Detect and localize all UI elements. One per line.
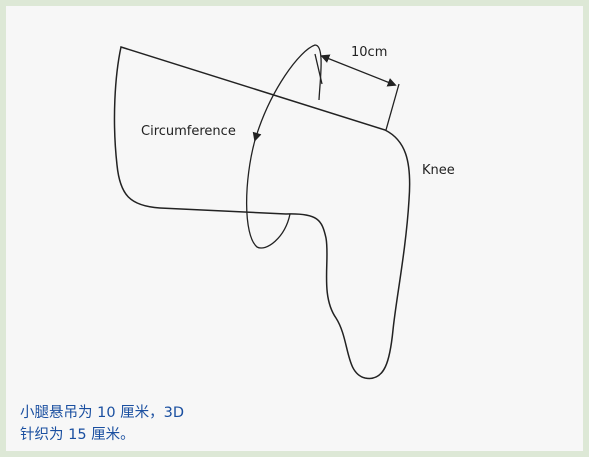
circumference-label: Circumference: [141, 124, 236, 139]
caption-line-2: 针织为 15 厘米。: [20, 427, 135, 443]
knee-label: Knee: [422, 163, 455, 178]
caption-line-1: 小腿悬吊为 10 厘米，3D: [20, 405, 185, 421]
leg-outline: [113, 46, 411, 380]
diagram-panel: [6, 6, 583, 451]
circumference-loop-lower: [246, 139, 291, 249]
measurement-label: 10cm: [351, 45, 387, 60]
caption: 小腿悬吊为 10 厘米，3D 针织为 15 厘米。: [20, 402, 184, 446]
dimension-arrow: [320, 54, 397, 87]
dimension-tick-right: [385, 83, 400, 131]
